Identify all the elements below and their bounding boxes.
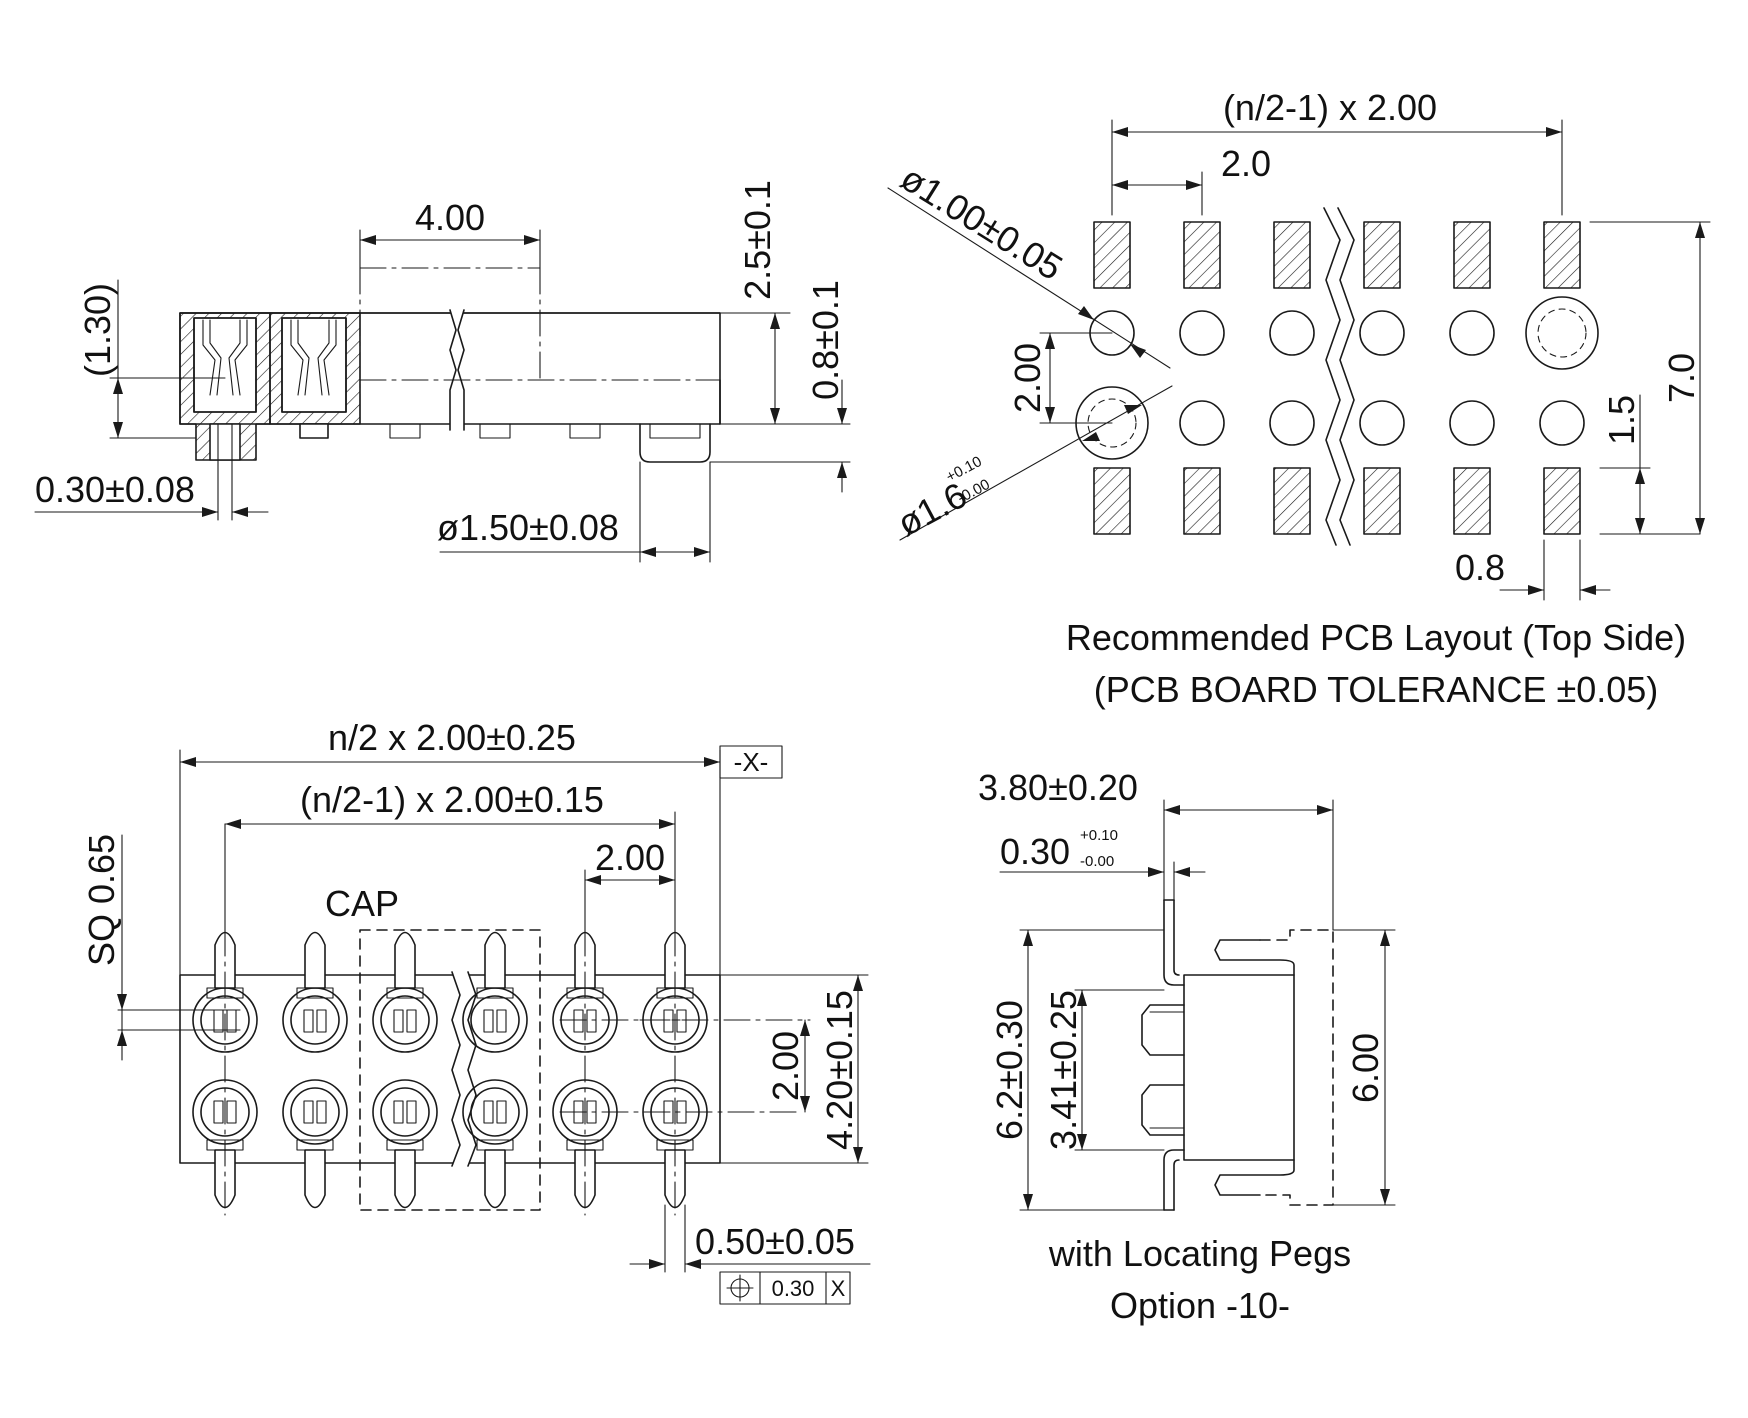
pcb-dim-pad-width-text: 0.8 — [1455, 547, 1505, 588]
pcb-caption-line1: Recommended PCB Layout (Top Side) — [1066, 617, 1686, 658]
top-dim-span-text: (n/2-1) x 2.00±0.15 — [300, 779, 604, 820]
top-body — [179, 929, 721, 1211]
pcb-break-line — [1323, 207, 1355, 546]
pcb-dim-hole-big-text: ø1.6 — [891, 474, 974, 544]
pcb-dim-row-pitch: 2.00 — [1007, 332, 1113, 424]
cap-label: CAP — [325, 883, 399, 924]
top-dim-width: 4.20±0.15 — [719, 974, 869, 1164]
side-dim-pitch-text: 4.00 — [415, 197, 485, 238]
end-caption-line2: Option -10- — [1110, 1285, 1290, 1326]
side-body-outline — [179, 267, 721, 432]
gdt-tolerance-text: 0.30 — [772, 1276, 815, 1301]
pcb-pads-top — [1093, 221, 1581, 289]
top-pins-lower — [206, 1139, 694, 1209]
pcb-dim-total-height: 7.0 — [1589, 221, 1711, 535]
top-dim-overall: n/2 x 2.00±0.25 -X- — [179, 717, 783, 976]
position-icon — [726, 1274, 754, 1302]
pcb-dim-total: (n/2-1) x 2.00 — [1111, 87, 1563, 216]
top-dim-span: (n/2-1) x 2.00±0.15 — [224, 779, 676, 931]
pcb-dim-pad-height-text: 1.5 — [1601, 395, 1642, 445]
top-pins-upper — [206, 931, 694, 999]
top-view: n/2 x 2.00±0.25 -X- (n/2-1) x 2.00±0.15 … — [81, 717, 871, 1305]
side-dim-peg-text: ø1.50±0.08 — [437, 507, 619, 548]
side-dim-peg: ø1.50±0.08 — [437, 461, 711, 563]
pcb-dim-pad-height: 1.5 — [1599, 394, 1701, 535]
pcb-caption-line2: (PCB BOARD TOLERANCE ±0.05) — [1094, 669, 1659, 710]
top-dim-pin-width-text: 0.50±0.05 — [695, 1221, 855, 1262]
end-dim-depth-text: 3.80±0.20 — [978, 767, 1138, 808]
side-dim-contact-text: (1.30) — [77, 283, 118, 377]
top-dim-row-pitch-text: 2.00 — [765, 1031, 806, 1101]
top-contacts — [192, 987, 708, 1145]
side-bottom-pins — [389, 379, 721, 463]
pcb-dim-pad-width: 0.8 — [1455, 539, 1611, 601]
pcb-dim-total-height-text: 7.0 — [1661, 353, 1702, 403]
end-dim-thick-plus: +0.10 — [1080, 827, 1118, 844]
end-dim-depth: 3.80±0.20 — [978, 767, 1334, 931]
top-dim-sq-text: SQ 0.65 — [81, 834, 122, 966]
side-view: 4.00 2.5±0.1 0.8±0.1 (1.30) — [34, 180, 851, 563]
end-dim-cap: 6.00 — [1332, 929, 1396, 1206]
end-view: 3.80±0.20 0.30 +0.10 -0.00 6.2±0.30 — [978, 767, 1396, 1326]
gdt-frame: 0.30 X — [719, 1271, 851, 1305]
side-dim-height-top-text: 2.5±0.1 — [737, 180, 778, 300]
pcb-dim-pitch-text: 2.0 — [1221, 143, 1271, 184]
side-contact-section — [179, 312, 361, 461]
end-dim-cap-text: 6.00 — [1345, 1033, 1386, 1103]
end-dim-thick-text: 0.30 — [1000, 831, 1070, 872]
top-dim-row-pitch: 2.00 — [765, 1019, 810, 1113]
side-dim-contact: (1.30) — [77, 279, 226, 439]
datum-x-label: -X- — [734, 747, 769, 777]
pcb-layout: (n/2-1) x 2.00 2.0 ø1.00±0.05 2.00 — [887, 87, 1711, 710]
end-dim-overall-text: 6.2±0.30 — [989, 1000, 1030, 1140]
gdt-datum-text: X — [831, 1276, 846, 1301]
top-dim-pitch-text: 2.00 — [595, 837, 665, 878]
side-dim-pitch: 4.00 — [359, 197, 541, 269]
end-dim-inner-text: 3.41±0.25 — [1043, 990, 1084, 1150]
side-dim-height-bottom-text: 0.8±0.1 — [805, 280, 846, 400]
top-dim-overall-text: n/2 x 2.00±0.25 — [328, 717, 576, 758]
side-dim-height-bottom: 0.8±0.1 — [709, 280, 851, 493]
top-dim-sq: SQ 0.65 — [81, 834, 241, 1061]
top-dim-width-text: 4.20±0.15 — [819, 990, 860, 1150]
top-dim-pin-width: 0.50±0.05 — [629, 1204, 871, 1273]
side-dim-height-top: 2.5±0.1 — [719, 180, 851, 425]
end-dim-thick-minus: -0.00 — [1080, 853, 1114, 870]
end-dim-inner: 3.41±0.25 — [1043, 989, 1165, 1151]
end-caption-line1: with Locating Pegs — [1048, 1233, 1351, 1274]
end-dim-thick: 0.30 +0.10 -0.00 — [999, 827, 1206, 901]
pcb-dim-row-pitch-text: 2.00 — [1007, 343, 1048, 413]
side-dim-pin: 0.30±0.08 — [34, 459, 269, 521]
pcb-dim-hole-small-text: ø1.00±0.05 — [894, 157, 1070, 288]
end-body — [1141, 899, 1334, 1211]
side-dim-pin-text: 0.30±0.08 — [35, 469, 195, 510]
top-dim-pitch: 2.00 — [584, 837, 676, 931]
pcb-dim-total-text: (n/2-1) x 2.00 — [1223, 87, 1437, 128]
top-centerlines — [224, 929, 811, 1216]
pcb-pads-bottom — [1093, 467, 1581, 535]
pcb-dim-pitch: 2.0 — [1111, 143, 1271, 216]
end-dim-overall: 6.2±0.30 — [989, 929, 1165, 1211]
